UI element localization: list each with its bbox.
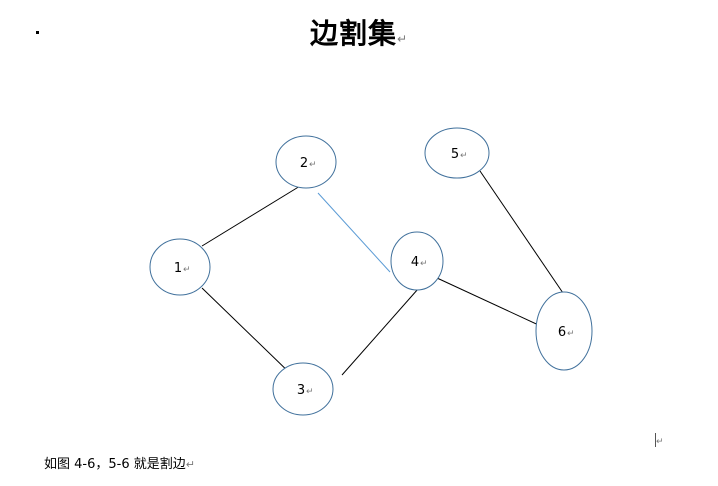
node-label-6: 6 [558,325,566,340]
node-circle-6 [535,291,593,371]
paragraph-mark-icon: ↵ [185,458,195,471]
paragraph-mark-icon: ↵ [309,160,317,170]
edge-4-6 [436,277,546,329]
node-circle-3 [272,362,334,416]
node-3: 3↵ [272,362,334,416]
paragraph-mark-icon: ↵ [183,265,191,275]
bullet-dot [36,31,39,34]
node-label-2: 2 [300,156,308,171]
edge-5-6 [479,170,564,294]
node-1: 1↵ [149,238,211,296]
title-text: 边割集 [309,17,397,50]
node-circle-5 [424,127,490,179]
edge-2-4 [317,192,391,273]
node-label-5: 5 [451,147,459,162]
node-circle-1 [149,238,211,296]
figure-caption: 如图 4-6，5-6 就是割边↵ [44,456,195,474]
paragraph-mark-icon: ↵ [306,387,314,397]
node-2: 2↵ [275,135,337,189]
paragraph-mark-icon: ↵ [656,437,664,447]
paragraph-mark-icon: ↵ [567,329,575,339]
node-label-4: 4 [411,255,419,270]
paragraph-mark-icon: ↵ [420,259,428,269]
node-6: 6↵ [535,291,593,371]
paragraph-mark-icon: ↵ [460,151,468,161]
edge-3-4 [341,288,419,376]
node-label-1: 1 [174,261,182,276]
node-label-3: 3 [297,383,305,398]
node-circle-2 [275,135,337,189]
page-title: 边割集↵ [0,14,718,59]
paragraph-mark-icon: ↵ [396,32,409,46]
edge-1-2 [201,182,306,247]
edges-layer [201,170,564,379]
nodes-layer: 1↵2↵3↵4↵5↵6↵ [149,127,593,416]
caption-text: 如图 4-6，5-6 就是割边 [44,457,186,472]
node-5: 5↵ [424,127,490,179]
node-4: 4↵ [390,231,444,291]
text-cursor-icon [655,433,656,447]
edge-1-3 [201,287,296,379]
node-circle-4 [390,231,444,291]
